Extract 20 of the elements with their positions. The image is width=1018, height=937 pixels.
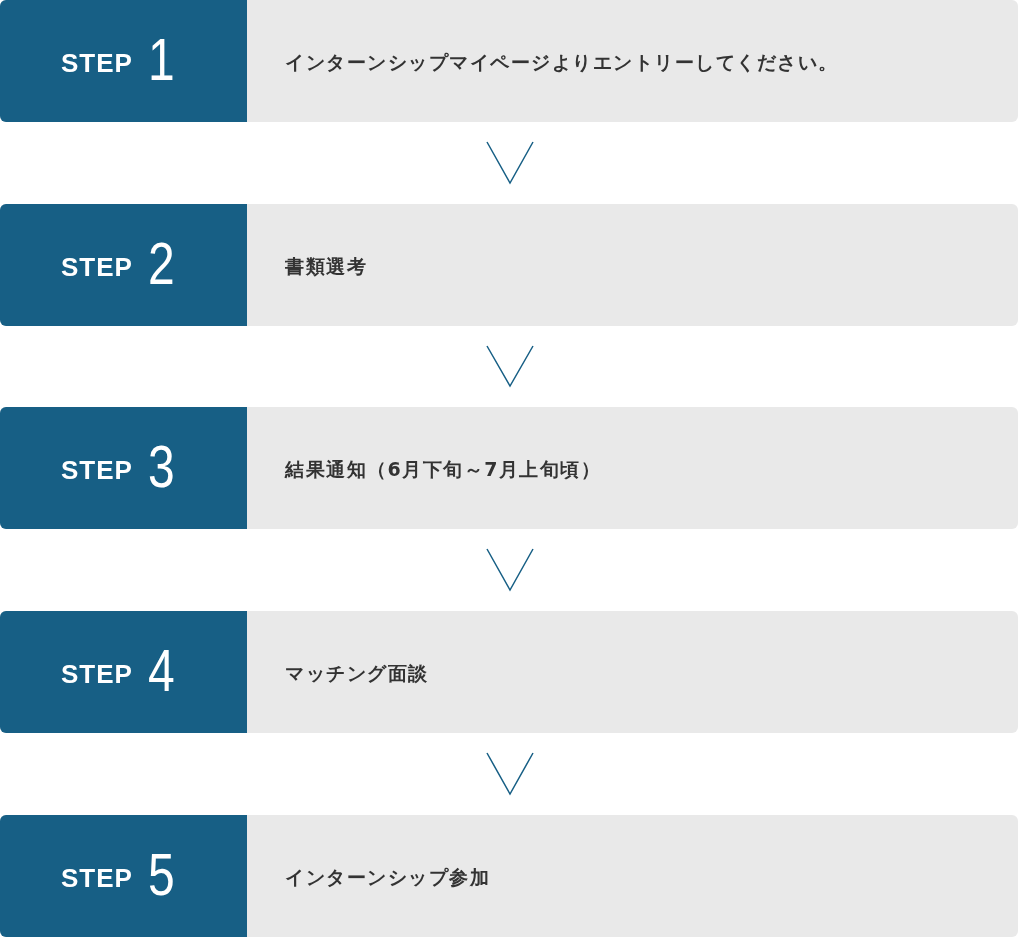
step-number: 1	[148, 26, 175, 94]
step-label: STEP	[61, 455, 133, 485]
step-description: インターンシップマイページよりエントリーしてください。	[285, 50, 839, 75]
step-description: 書類選考	[285, 254, 367, 279]
step-number: 3	[148, 433, 175, 501]
step-number: 5	[148, 841, 175, 909]
step-label: STEP	[61, 863, 133, 893]
step-label: STEP	[61, 252, 133, 282]
step-number: 4	[148, 637, 175, 705]
step-description: 結果通知（6月下旬～7月上旬頃）	[285, 457, 602, 482]
step-description: マッチング面談	[285, 661, 429, 686]
step-row	[0, 204, 1018, 326]
step-number: 2	[148, 230, 175, 298]
step-row	[0, 407, 1018, 529]
step-row	[0, 611, 1018, 733]
step-label: STEP	[61, 48, 133, 78]
step-description: インターンシップ参加	[285, 865, 490, 890]
step-label: STEP	[61, 659, 133, 689]
step-row	[0, 815, 1018, 937]
step-row	[0, 0, 1018, 122]
